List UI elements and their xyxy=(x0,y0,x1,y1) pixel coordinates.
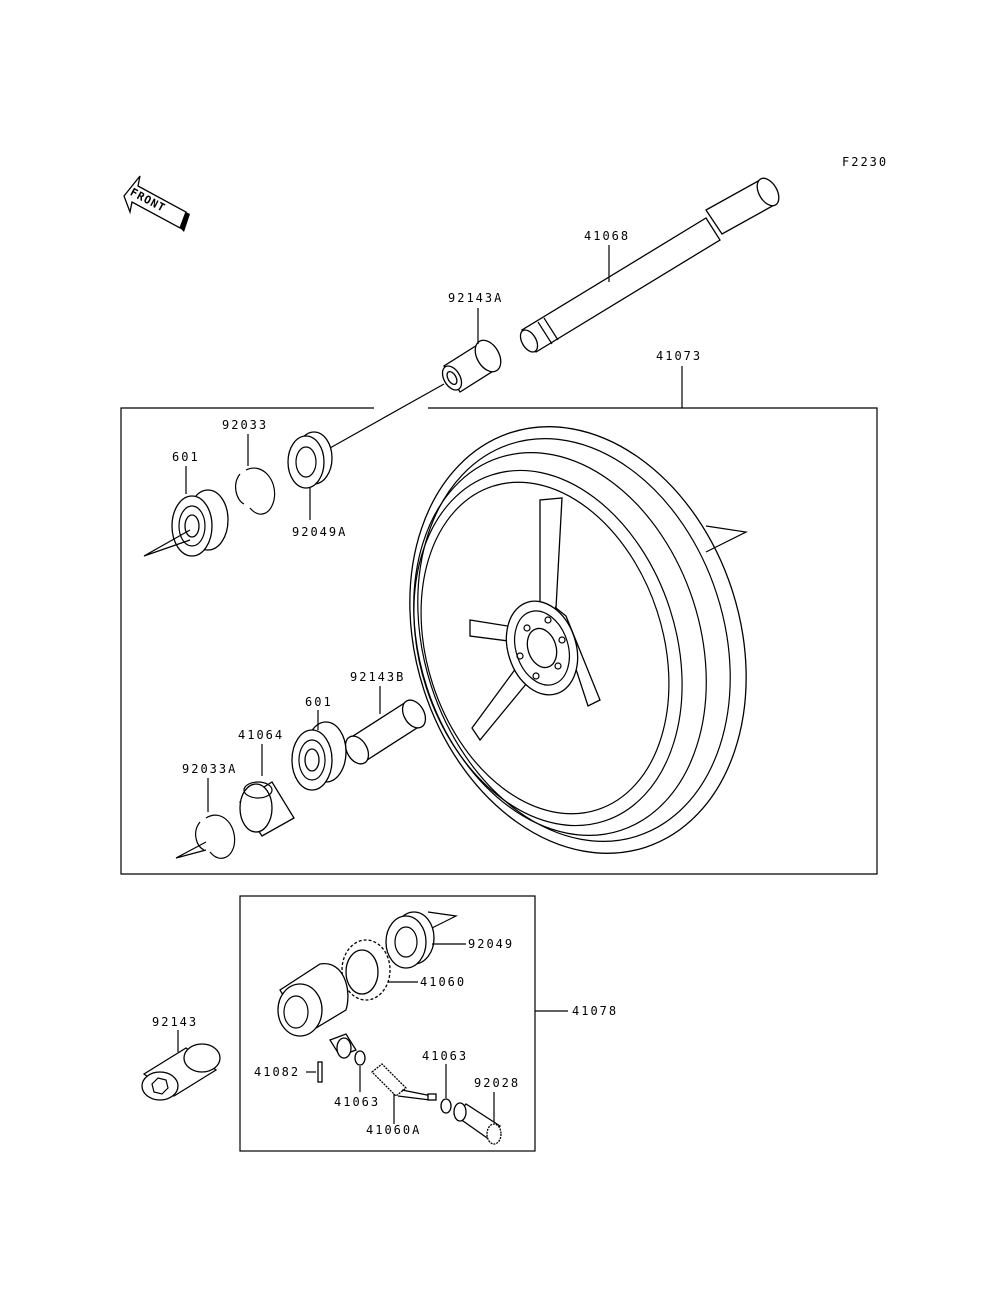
label-bearing-right: 601 xyxy=(305,695,333,709)
wheel-group-box xyxy=(120,407,878,875)
label-gear-assy: 41078 xyxy=(572,1004,618,1018)
meter-ring-part xyxy=(239,781,295,837)
circlip-right-part xyxy=(195,814,236,859)
axle-part xyxy=(519,177,780,353)
front-arrow-icon: FRONT xyxy=(123,175,190,232)
pin-part xyxy=(317,1061,323,1083)
collar-a-part xyxy=(441,339,502,393)
label-circlip-right: 92033A xyxy=(182,762,237,776)
label-collar-b: 92143B xyxy=(350,670,405,684)
wheel-part xyxy=(409,426,747,854)
collar-b-part xyxy=(344,699,427,765)
bearing-left-part xyxy=(171,489,229,557)
seal-left-part xyxy=(287,431,333,489)
label-pinion: 41060A xyxy=(366,1123,421,1137)
gear-part xyxy=(341,939,391,1001)
label-washer-b: 41063 xyxy=(422,1049,468,1063)
label-seal-left: 92049A xyxy=(292,525,347,539)
label-seal-gear: 92049 xyxy=(468,937,514,951)
label-gear: 41060 xyxy=(420,975,466,989)
label-circlip-left: 92033 xyxy=(222,418,268,432)
collar-part xyxy=(141,1043,221,1101)
circlip-left-part xyxy=(235,467,276,515)
figure-code: F2230 xyxy=(842,155,888,169)
label-bearing-left: 601 xyxy=(172,450,200,464)
label-pin: 41082 xyxy=(254,1065,300,1079)
washer-b-part xyxy=(440,1098,452,1114)
label-wheel-assy: 41073 xyxy=(656,349,702,363)
label-washer-a: 41063 xyxy=(334,1095,380,1109)
bushing-part xyxy=(453,1102,502,1145)
label-collar: 92143 xyxy=(152,1015,198,1029)
label-axle: 41068 xyxy=(584,229,630,243)
seal-gear-part xyxy=(385,911,435,969)
pinion-part xyxy=(371,1063,437,1101)
label-bushing: 92028 xyxy=(474,1076,520,1090)
label-collar-a: 92143A xyxy=(448,291,503,305)
gear-housing-part xyxy=(277,963,357,1059)
label-meter-ring: 41064 xyxy=(238,728,284,742)
bearing-right-part xyxy=(291,721,347,791)
gear-group-box xyxy=(239,895,536,1152)
washer-a-part xyxy=(354,1050,366,1066)
